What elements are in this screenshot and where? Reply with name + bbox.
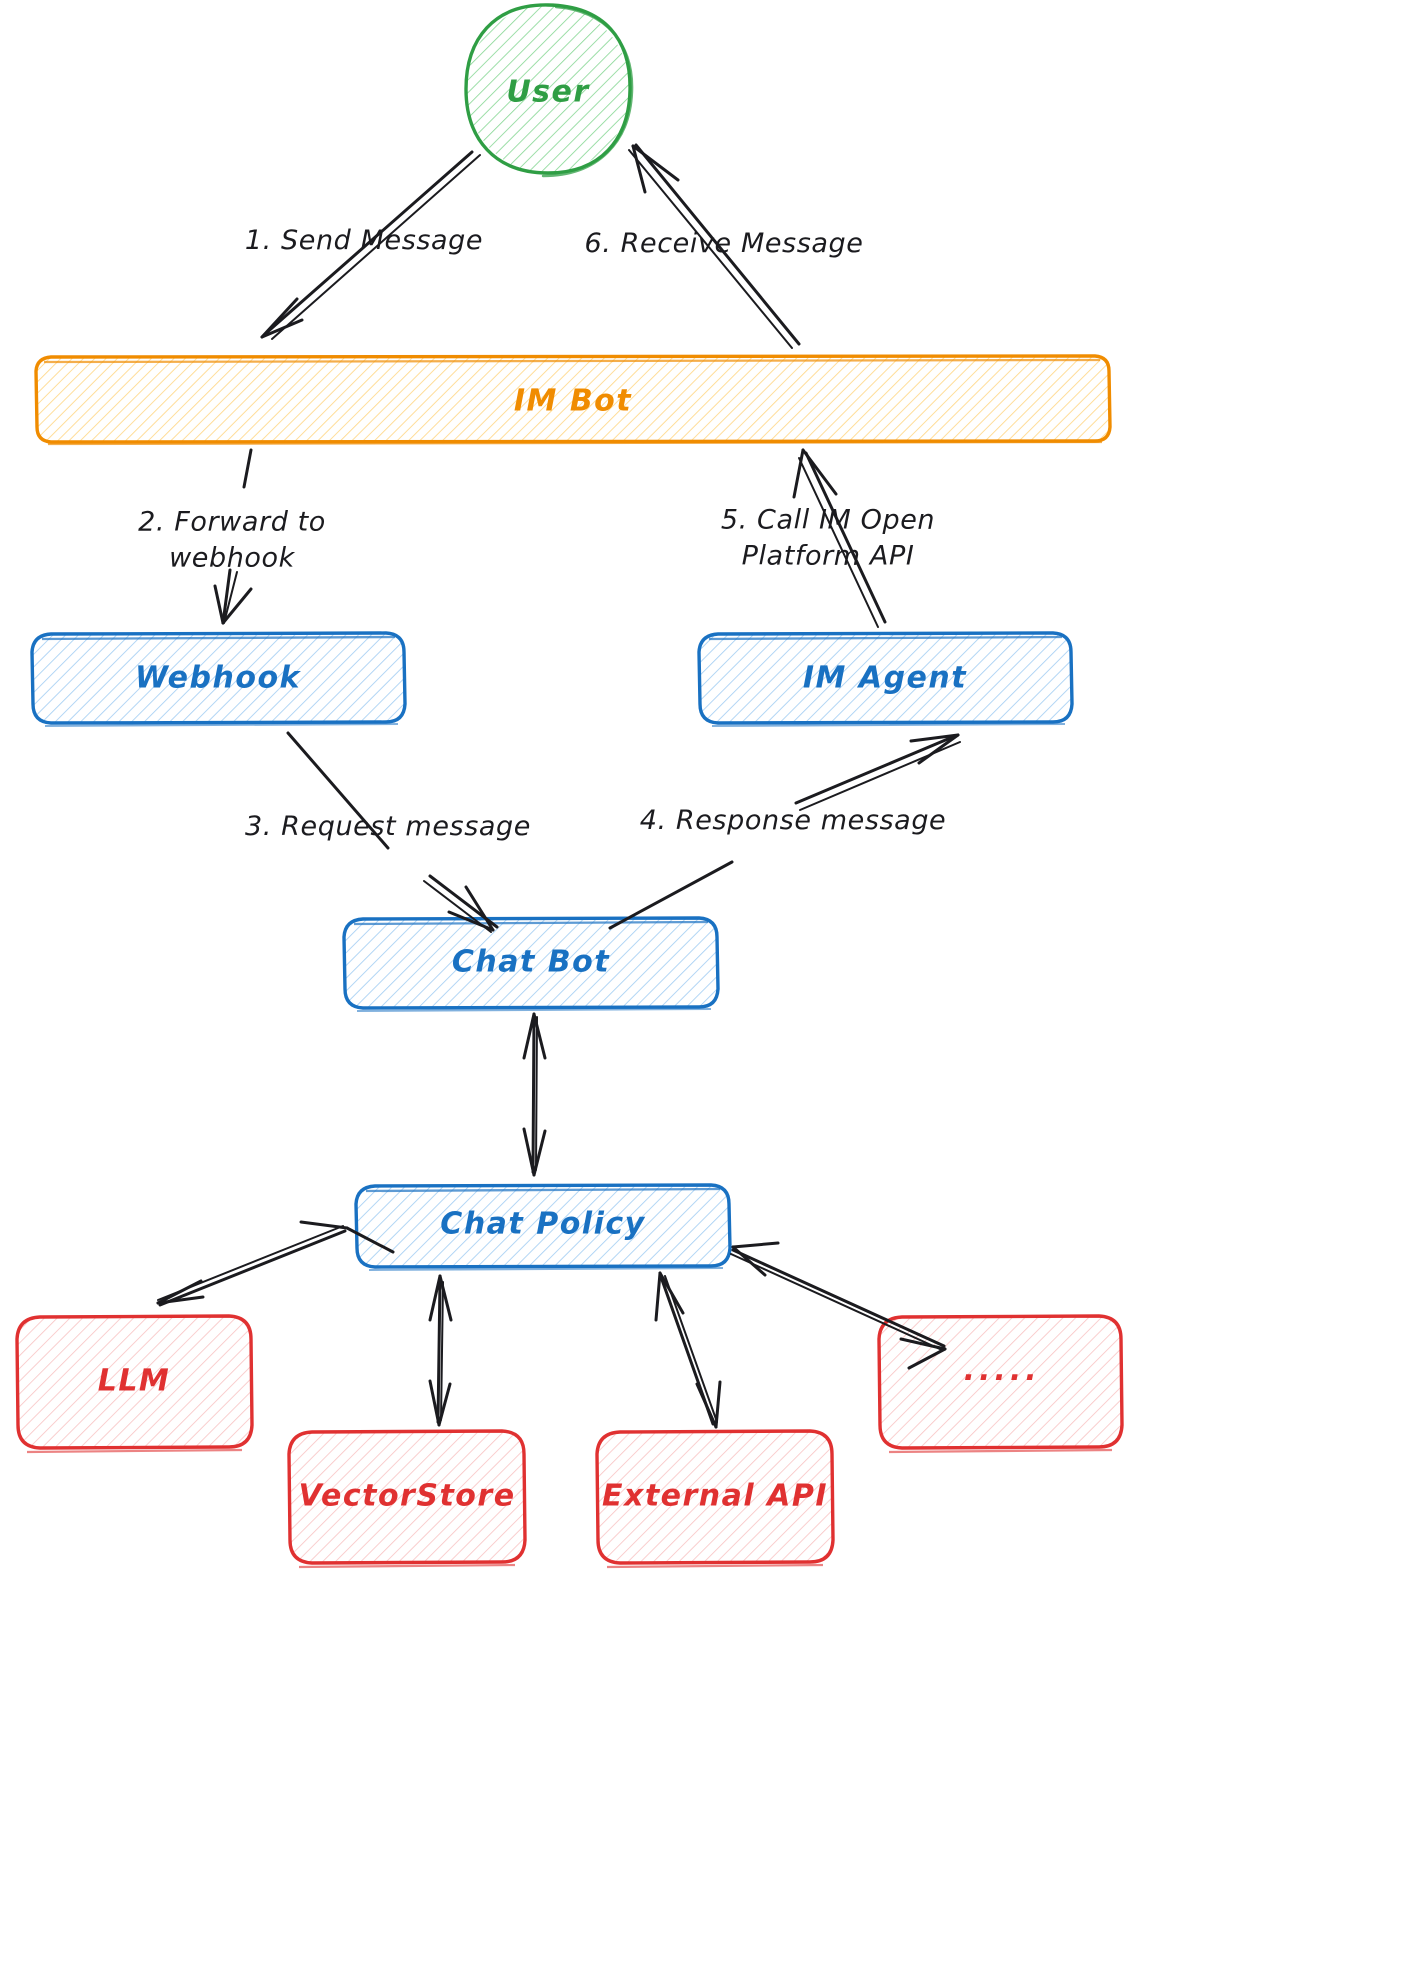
node-im-agent[interactable] [697,631,1074,727]
node-webhook[interactable] [30,631,407,727]
node-external-api[interactable] [595,1429,835,1569]
edge-response-message [608,733,961,930]
node-chat-policy[interactable] [354,1183,732,1271]
edge-receive-message [628,143,801,349]
edge-chatpolicy-vectorstore [428,1274,453,1427]
node-llm[interactable] [15,1314,254,1454]
node-more[interactable] [877,1314,1124,1454]
node-im-bot[interactable] [34,354,1112,446]
node-user[interactable] [464,3,634,178]
edge-chatpolicy-llm [156,1220,395,1307]
edge-request-message [286,731,499,933]
edge-forward-to-webhook [213,448,253,625]
edge-call-im-open-platform-api [792,448,887,628]
node-vectorstore[interactable] [287,1429,527,1569]
node-chat-bot[interactable] [342,916,720,1012]
edge-send-message [260,150,481,340]
edge-chatpolicy-external-api [654,1271,722,1429]
edge-chatpolicy-more [730,1241,947,1370]
edge-chatbot-chatpolicy [522,1012,547,1177]
